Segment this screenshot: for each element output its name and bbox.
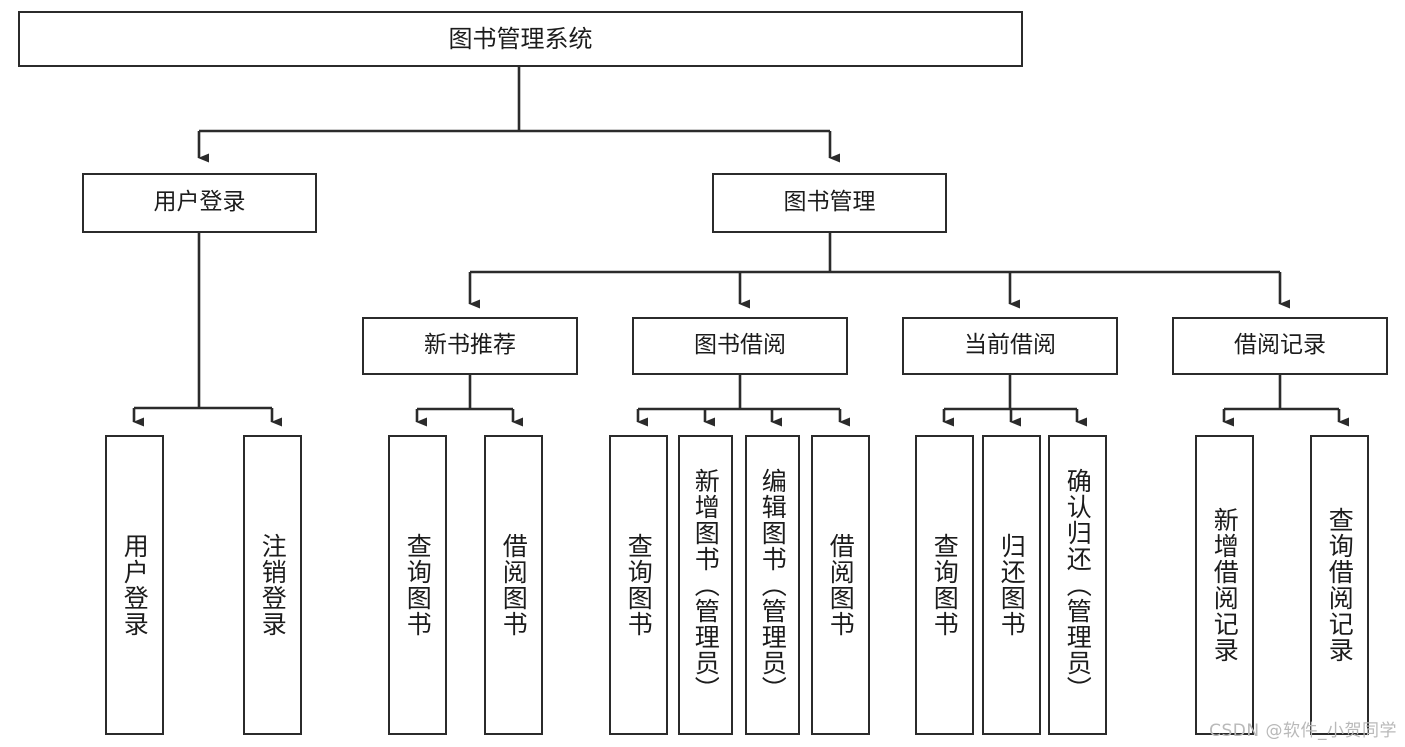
node-borrow-record[interactable]: 借阅记录 xyxy=(1172,317,1388,375)
node-current-borrow-label: 当前借阅 xyxy=(964,332,1056,359)
node-leaf-user-logout-label: 注销登录 xyxy=(258,533,288,637)
node-book-borrow-label: 图书借阅 xyxy=(694,332,786,359)
node-leaf-add-record-label: 新增借阅记录 xyxy=(1210,507,1240,663)
node-leaf-query-record[interactable]: 查询借阅记录 xyxy=(1310,435,1369,735)
node-root[interactable]: 图书管理系统 xyxy=(18,11,1023,67)
node-leaf-query-record-label: 查询借阅记录 xyxy=(1325,507,1355,663)
node-book-management[interactable]: 图书管理 xyxy=(712,173,947,233)
node-current-borrow[interactable]: 当前借阅 xyxy=(902,317,1118,375)
node-leaf-add-book[interactable]: 新增图书（管理员） xyxy=(678,435,733,735)
node-borrow-record-label: 借阅记录 xyxy=(1234,332,1326,359)
node-book-borrow[interactable]: 图书借阅 xyxy=(632,317,848,375)
node-leaf-add-record[interactable]: 新增借阅记录 xyxy=(1195,435,1254,735)
csdn-watermark: CSDN @软件_小贺同学 xyxy=(1209,721,1397,741)
node-user-login[interactable]: 用户登录 xyxy=(82,173,317,233)
node-leaf-user-login[interactable]: 用户登录 xyxy=(105,435,164,735)
node-leaf-borrow-book-1-label: 借阅图书 xyxy=(499,533,529,637)
node-leaf-borrow-book-2-label: 借阅图书 xyxy=(826,533,856,637)
node-leaf-borrow-book-1[interactable]: 借阅图书 xyxy=(484,435,543,735)
node-leaf-edit-book-label: 编辑图书（管理员） xyxy=(758,468,788,702)
node-leaf-return-book[interactable]: 归还图书 xyxy=(982,435,1041,735)
node-book-management-label: 图书管理 xyxy=(783,189,876,216)
node-leaf-confirm-return[interactable]: 确认归还（管理员） xyxy=(1048,435,1107,735)
node-leaf-add-book-label: 新增图书（管理员） xyxy=(691,468,721,702)
node-leaf-query-book-2-label: 查询图书 xyxy=(624,533,654,637)
node-root-label: 图书管理系统 xyxy=(448,24,593,53)
node-leaf-edit-book[interactable]: 编辑图书（管理员） xyxy=(745,435,800,735)
node-leaf-user-login-label: 用户登录 xyxy=(120,533,150,637)
node-leaf-query-book-1-label: 查询图书 xyxy=(403,533,433,637)
node-leaf-user-logout[interactable]: 注销登录 xyxy=(243,435,302,735)
node-new-book-recommend[interactable]: 新书推荐 xyxy=(362,317,578,375)
node-user-login-label: 用户登录 xyxy=(153,189,246,216)
node-leaf-return-book-label: 归还图书 xyxy=(997,533,1027,637)
node-leaf-borrow-book-2[interactable]: 借阅图书 xyxy=(811,435,870,735)
node-leaf-query-book-3[interactable]: 查询图书 xyxy=(915,435,974,735)
node-leaf-query-book-1[interactable]: 查询图书 xyxy=(388,435,447,735)
node-leaf-confirm-return-label: 确认归还（管理员） xyxy=(1063,468,1093,702)
node-leaf-query-book-3-label: 查询图书 xyxy=(930,533,960,637)
node-new-book-recommend-label: 新书推荐 xyxy=(424,332,516,359)
node-leaf-query-book-2[interactable]: 查询图书 xyxy=(609,435,668,735)
